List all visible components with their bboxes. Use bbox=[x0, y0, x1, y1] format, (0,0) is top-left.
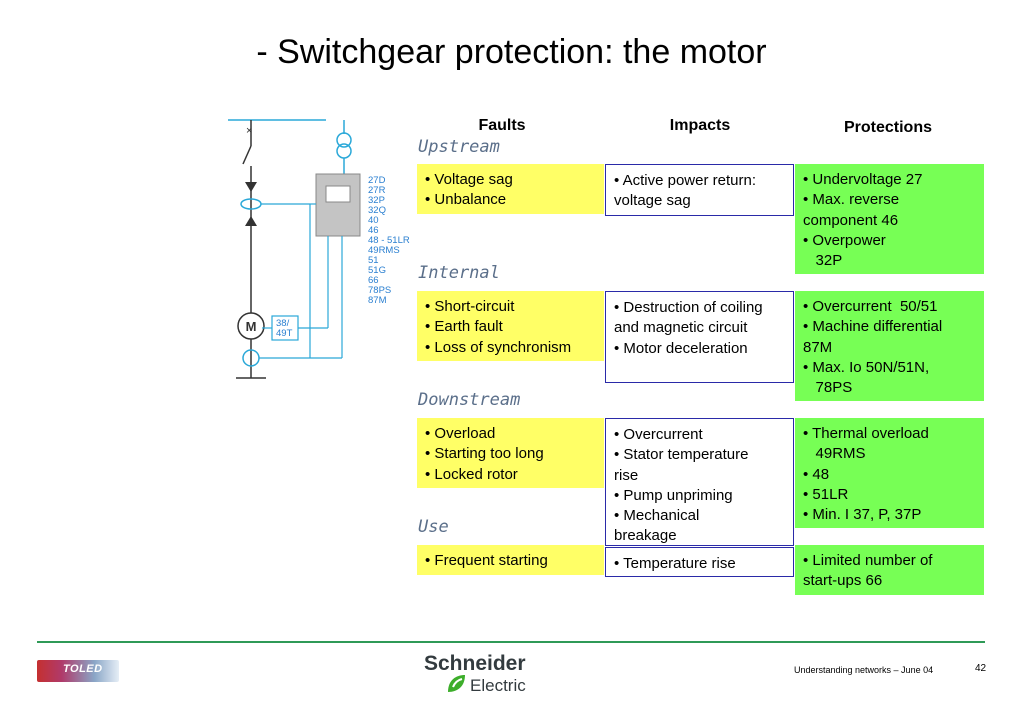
footer-caption: Understanding networks – June 04 bbox=[794, 665, 934, 675]
impact-line: rise bbox=[614, 466, 639, 484]
protection-line: • Limited number of bbox=[803, 552, 933, 569]
impact-line: breakage bbox=[614, 527, 677, 545]
motor-label: M bbox=[246, 319, 257, 334]
section-label-downstream: Downstream bbox=[418, 390, 521, 410]
voltage-transformer-icon bbox=[336, 132, 352, 148]
fault-line: • Short-circuit bbox=[425, 298, 515, 315]
protections-column-header: Protections bbox=[843, 119, 932, 136]
protection-line: • Overpower bbox=[803, 231, 886, 249]
protection-line: start-ups 66 bbox=[803, 572, 883, 590]
faults-box-use: • Frequent starting bbox=[417, 545, 604, 575]
impacts-box-internal: • Destruction of coiling and magnetic ci… bbox=[605, 291, 794, 383]
impact-line: • Pump unpriming bbox=[614, 486, 733, 504]
fault-line: • Frequent starting bbox=[425, 552, 548, 569]
protection-line: • Max. reverse bbox=[803, 191, 900, 209]
protections-box-downstream: • Thermal overload 49RMS • 48 • 51LR • M… bbox=[795, 418, 984, 528]
relay-code: 40 bbox=[368, 215, 379, 226]
fault-line: • Voltage sag bbox=[425, 171, 513, 188]
protections-box-upstream: • Undervoltage 27 • Max. reverse compone… bbox=[795, 164, 984, 274]
relay-code: 51G bbox=[368, 265, 386, 276]
impact-line: voltage sag bbox=[614, 192, 691, 210]
thermal-label: 38/ bbox=[276, 318, 290, 329]
protection-line: • 51LR bbox=[803, 485, 849, 503]
impact-line: • Destruction of coiling bbox=[614, 299, 763, 316]
relay-code: 51 bbox=[368, 255, 379, 266]
impacts-column-header: Impacts bbox=[669, 117, 731, 134]
fault-line: • Overload bbox=[425, 425, 496, 442]
relay-display-icon bbox=[325, 185, 351, 203]
slide-title: - Switchgear protection: the motor bbox=[256, 33, 767, 71]
motor-protection-diagram: × M 38/ 49T 27D 27R 32P 32Q 40 46 48 - 5… bbox=[228, 119, 410, 379]
fault-line: • Starting too long bbox=[425, 445, 544, 463]
fault-line: • Loss of synchronism bbox=[425, 338, 572, 356]
toled-logo: TOLED bbox=[37, 660, 119, 682]
fuse-icon bbox=[245, 182, 257, 192]
faults-box-internal: • Short-circuit • Earth fault • Loss of … bbox=[417, 291, 604, 361]
impact-line: and magnetic circuit bbox=[614, 319, 748, 337]
faults-column-header: Faults bbox=[478, 117, 526, 134]
impact-line: • Active power return: bbox=[614, 172, 756, 189]
protection-line: • Thermal overload bbox=[803, 425, 929, 442]
relay-code: 27R bbox=[368, 185, 386, 196]
protection-line: • Max. Io 50N/51N, bbox=[803, 358, 930, 376]
impact-line: • Overcurrent bbox=[614, 426, 703, 443]
impact-line: • Temperature rise bbox=[614, 555, 736, 572]
fault-line: • Locked rotor bbox=[425, 465, 518, 483]
relay-code: 46 bbox=[368, 225, 379, 236]
protection-line: 49RMS bbox=[803, 445, 866, 463]
thermal-label: 49T bbox=[276, 328, 293, 339]
protection-line: 78PS bbox=[803, 379, 853, 397]
section-label-use: Use bbox=[418, 517, 449, 537]
protection-line: 87M bbox=[803, 338, 833, 356]
faults-box-upstream: • Voltage sag • Unbalance bbox=[417, 164, 604, 214]
relay-code: 78PS bbox=[368, 285, 391, 296]
protection-relay-icon bbox=[315, 173, 361, 237]
protection-line: • Undervoltage 27 bbox=[803, 171, 923, 188]
faults-box-downstream: • Overload • Starting too long • Locked … bbox=[417, 418, 604, 488]
protection-line: • Min. I 37, P, 37P bbox=[803, 506, 922, 524]
relay-code: 49RMS bbox=[368, 245, 400, 256]
switch-icon bbox=[242, 145, 252, 165]
relay-code: 87M bbox=[368, 295, 387, 306]
protection-line: • Machine differential bbox=[803, 318, 943, 336]
fault-line: • Earth fault bbox=[425, 318, 503, 336]
relay-code: 48 - 51LR bbox=[368, 235, 410, 246]
impact-line: • Stator temperature bbox=[614, 446, 749, 464]
impacts-box-downstream: • Overcurrent • Stator temperature rise … bbox=[605, 418, 794, 546]
circuit-breaker-icon: × bbox=[246, 125, 252, 137]
protection-line: 32P bbox=[803, 252, 843, 270]
relay-code: 27D bbox=[368, 175, 386, 186]
impacts-box-use: • Temperature rise bbox=[605, 547, 794, 577]
schneider-wordmark: Schneider bbox=[424, 652, 526, 675]
protection-line: component 46 bbox=[803, 211, 899, 229]
relay-code: 32P bbox=[368, 195, 385, 206]
protection-line: • Overcurrent 50/51 bbox=[803, 298, 938, 315]
relay-code: 66 bbox=[368, 275, 379, 286]
fuse-icon bbox=[245, 216, 257, 226]
protection-line: • 48 bbox=[803, 465, 830, 483]
section-label-upstream: Upstream bbox=[418, 137, 500, 157]
schneider-leaf-icon bbox=[448, 675, 465, 692]
toled-logo-text: TOLED bbox=[63, 663, 103, 675]
impacts-box-upstream: • Active power return: voltage sag bbox=[605, 164, 794, 216]
section-label-internal: Internal bbox=[418, 263, 500, 283]
impact-line: • Motor deceleration bbox=[614, 339, 748, 357]
page-number: 42 bbox=[975, 663, 987, 674]
impact-line: • Mechanical bbox=[614, 507, 700, 525]
relay-code: 32Q bbox=[368, 205, 386, 216]
electric-wordmark: Electric bbox=[470, 676, 526, 695]
protections-box-internal: • Overcurrent 50/51 • Machine differenti… bbox=[795, 291, 984, 401]
protections-box-use: • Limited number of start-ups 66 bbox=[795, 545, 984, 595]
fault-line: • Unbalance bbox=[425, 191, 507, 209]
voltage-transformer-icon bbox=[336, 143, 352, 159]
footer-separator bbox=[37, 641, 985, 643]
